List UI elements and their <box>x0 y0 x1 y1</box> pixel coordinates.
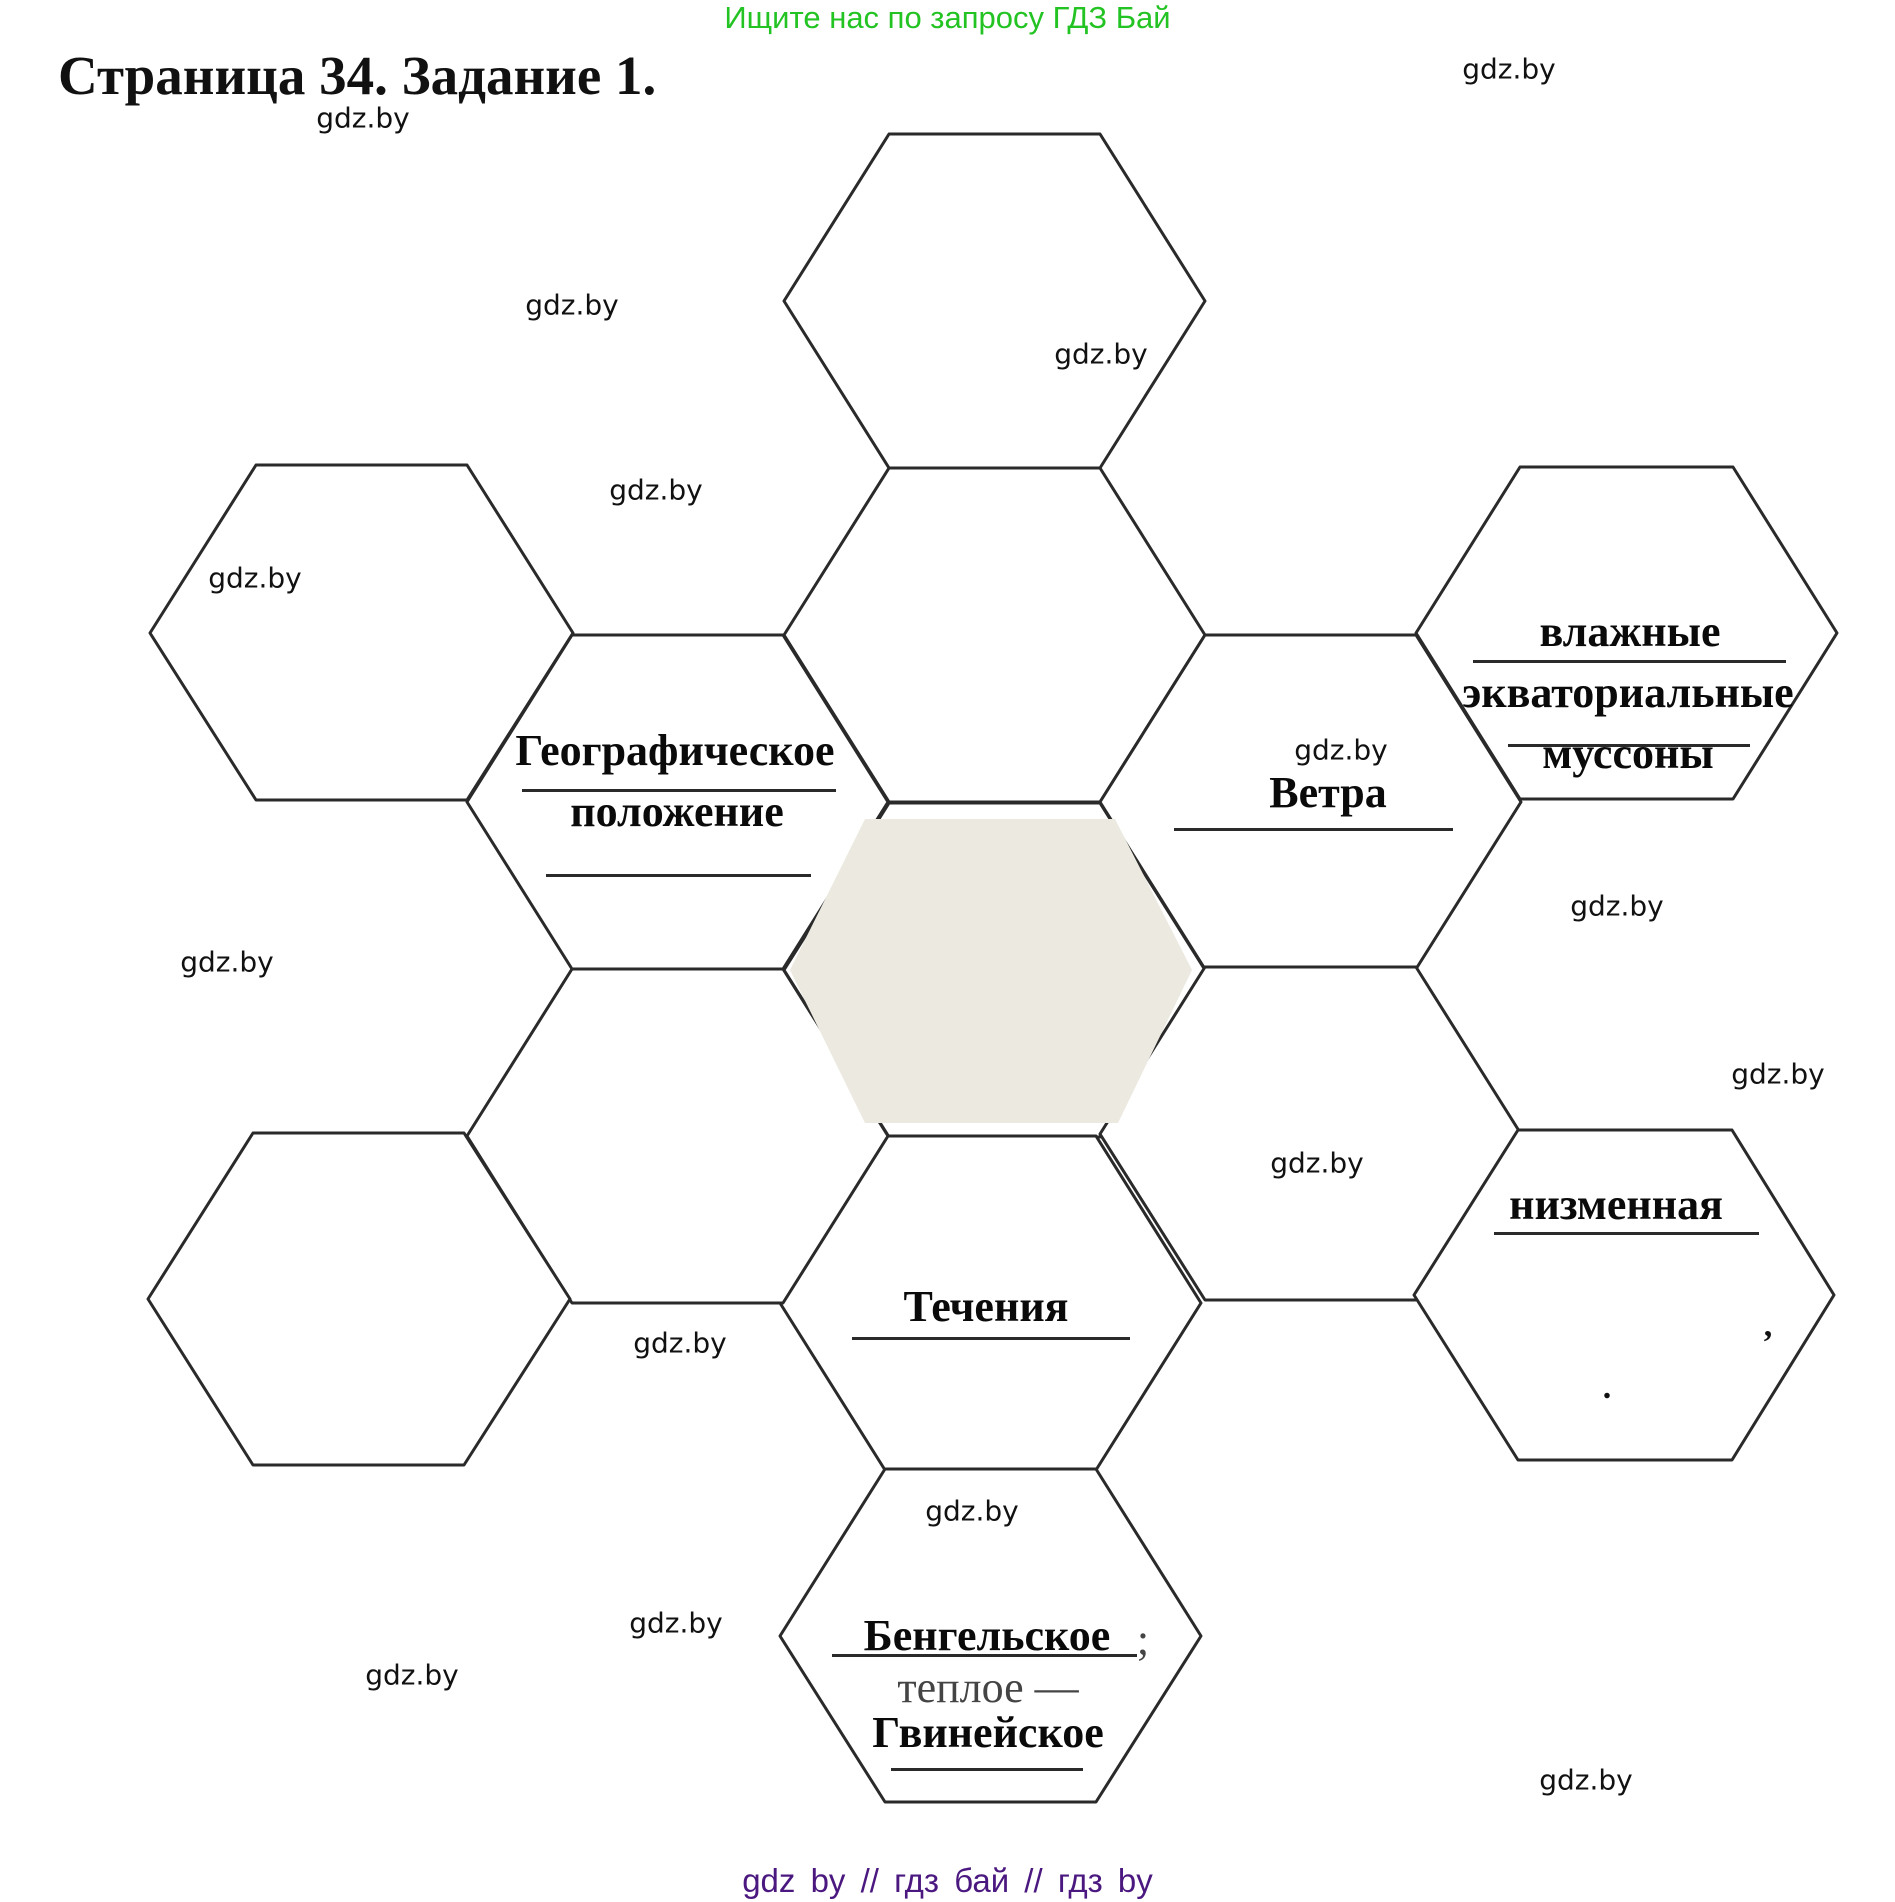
watermark: gdz.by <box>208 561 302 595</box>
stray-dot-mark: . <box>1602 1369 1612 1406</box>
watermark: gdz.by <box>609 473 703 507</box>
hex-lower-left-outer[interactable] <box>146 1131 572 1467</box>
search-hint-banner[interactable]: Ищите нас по запросу ГДЗ Бай <box>724 0 1171 35</box>
watermark: gdz.by <box>1462 52 1556 86</box>
footer-links[interactable]: gdz by // гдз бай // гдз by <box>742 1862 1153 1899</box>
watermark: gdz.by <box>1270 1146 1364 1180</box>
hex-lower-right-outer[interactable] <box>1412 1128 1836 1462</box>
watermark: gdz.by <box>316 101 410 135</box>
watermark: gdz.by <box>1731 1057 1825 1091</box>
watermark: gdz.by <box>629 1606 723 1640</box>
label-monsoon-line1: влажные <box>1539 607 1721 656</box>
hex-upper-right-outer[interactable] <box>1414 465 1839 801</box>
hex-lower-left-inner[interactable] <box>465 967 890 1305</box>
watermark: gdz.by <box>925 1494 1019 1528</box>
label-geographic-line2: положение <box>570 787 784 836</box>
label-guinea-current: Гвинейское <box>872 1708 1104 1757</box>
watermark: gdz.by <box>633 1326 727 1360</box>
stray-comma-mark: , <box>1763 1307 1773 1344</box>
answer-line <box>852 1337 1130 1340</box>
watermark: gdz.by <box>525 288 619 322</box>
answer-line <box>832 1654 1137 1657</box>
hex-bottom[interactable] <box>778 1467 1203 1804</box>
label-currents: Течения <box>903 1282 1069 1331</box>
hex-top[interactable] <box>782 132 1207 470</box>
label-lowland: низменная <box>1509 1180 1723 1229</box>
answer-line <box>1473 660 1786 663</box>
answer-line <box>1174 828 1453 831</box>
answer-line <box>891 1768 1083 1771</box>
watermark: gdz.by <box>1570 889 1664 923</box>
label-winds: Ветра <box>1269 768 1387 817</box>
watermark: gdz.by <box>1294 733 1388 767</box>
watermark: gdz.by <box>365 1658 459 1692</box>
label-bengal-current: Бенгельское <box>863 1611 1111 1660</box>
watermark: gdz.by <box>1054 337 1148 371</box>
hex-center-fill <box>790 819 1192 1123</box>
answer-line <box>1494 1232 1759 1235</box>
answer-line <box>546 874 811 877</box>
page-title: Страница 34. Задание 1. <box>58 45 657 106</box>
label-monsoon-line3: муссоны <box>1542 729 1714 778</box>
label-warm: теплое — <box>897 1663 1079 1712</box>
label-semicolon: ; <box>1136 1615 1150 1664</box>
label-geographic-line1: Географическое <box>515 726 835 775</box>
label-monsoon-line2: экваториальные <box>1462 668 1794 717</box>
answer-line <box>1508 744 1750 747</box>
answer-line <box>522 789 836 792</box>
watermark: gdz.by <box>180 945 274 979</box>
watermark: gdz.by <box>1539 1763 1633 1797</box>
hex-upper-left-outer[interactable] <box>148 463 575 802</box>
